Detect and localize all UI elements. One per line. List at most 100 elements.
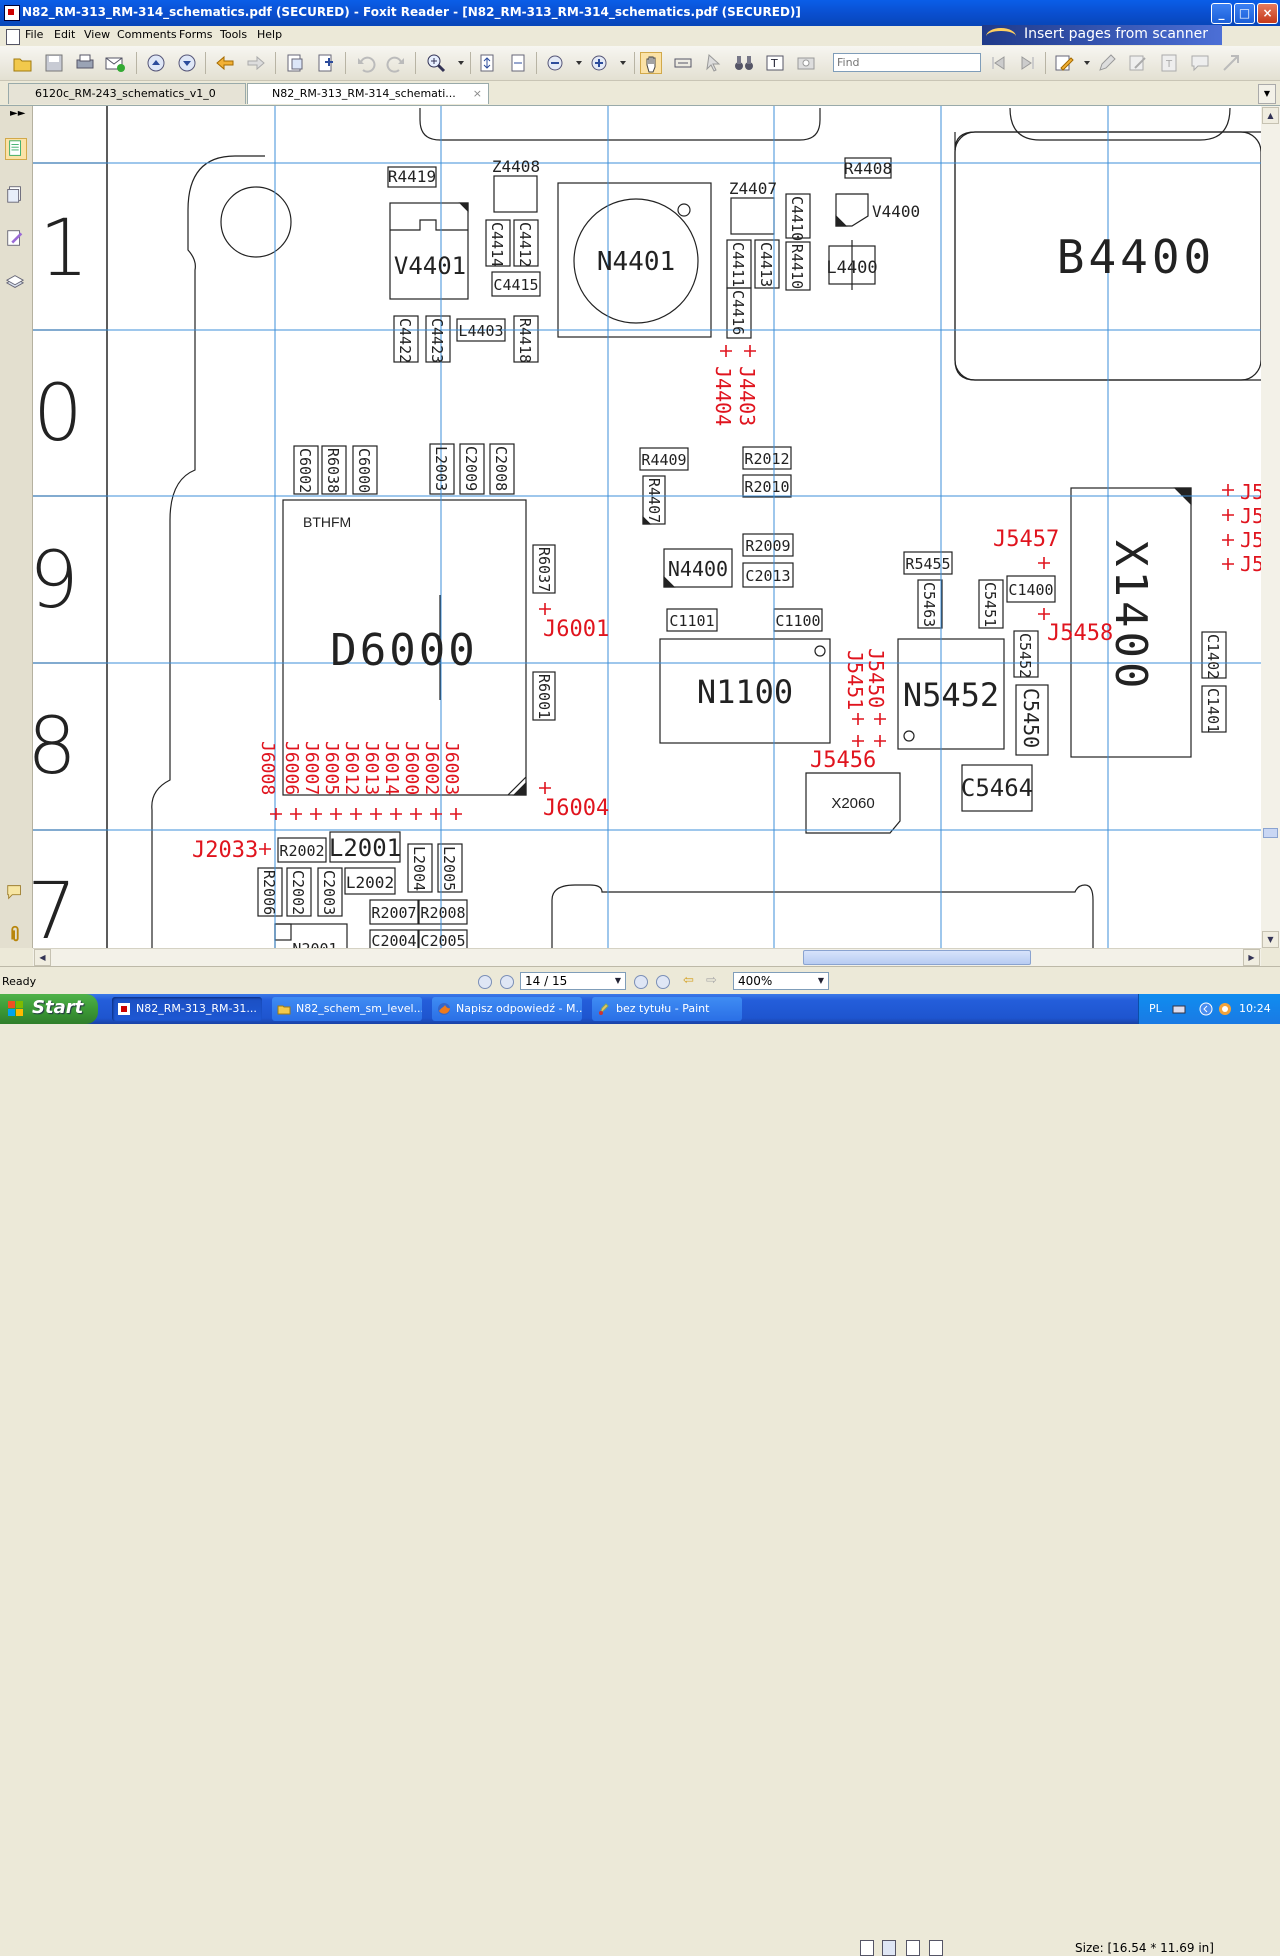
last-page-icon[interactable] [656,975,670,989]
select-arrow-icon[interactable] [703,52,725,74]
pencil-tool-icon[interactable] [1096,52,1118,74]
tray-collapse-icon[interactable] [1199,1002,1213,1016]
snapshot-icon[interactable] [795,52,817,74]
language-indicator[interactable]: PL [1149,1002,1162,1015]
extract-page-icon[interactable] [315,52,337,74]
comp-L2003: L2003 [432,446,450,491]
insert-page-icon[interactable] [284,52,306,74]
redo-icon[interactable] [385,52,407,74]
comp-R2008: R2008 [420,904,465,922]
task-folder[interactable]: N82_schem_sm_level... [272,997,422,1021]
tab-6120c[interactable]: 6120c_RM-243_schematics_v1_0 [8,83,246,104]
task-paint[interactable]: bez tytułu - Paint [592,997,742,1021]
arrow-tool-icon[interactable] [1220,52,1242,74]
find-previous-icon[interactable] [989,52,1011,74]
system-tray: PL 10:24 [1138,994,1280,1024]
comments-panel-icon[interactable] [5,882,27,904]
zoom-out-dropdown-arrow[interactable] [576,61,582,65]
find-next-icon[interactable] [1015,52,1037,74]
open-folder-icon[interactable] [12,52,34,74]
zoom-field[interactable]: 400% ▼ [733,972,829,990]
fit-width-icon[interactable] [507,52,529,74]
next-page-status-icon[interactable] [634,975,648,989]
scroll-right-button[interactable]: ▶ [1243,949,1260,966]
bookmarks-panel-icon[interactable] [5,184,27,206]
menu-help[interactable]: Help [257,28,283,41]
menu-tools[interactable]: Tools [220,28,248,41]
menu-edit[interactable]: Edit [54,28,76,41]
save-icon[interactable] [43,52,65,74]
prev-page-icon[interactable] [500,975,514,989]
back-view-icon[interactable]: ⇦ [683,973,694,988]
document-view[interactable]: R4419 Z4408 V4401 C4414 C4412 C4415 N440… [33,106,1261,948]
zoom-level-dropdown-arrow[interactable]: ▼ [817,976,825,985]
find-box[interactable] [833,53,981,72]
scroll-left-button[interactable]: ◀ [34,949,51,966]
foxit-app-icon[interactable] [4,5,20,21]
document-icon[interactable] [6,29,20,45]
next-page-icon[interactable] [176,52,198,74]
zoom-in-dropdown-arrow[interactable] [620,61,626,65]
typewriter-icon[interactable]: T [764,52,786,74]
horizontal-scroll-thumb[interactable] [803,950,1031,965]
zoom-value: 400% [738,974,773,988]
menu-forms[interactable]: Forms [179,28,213,41]
attachments-panel-icon[interactable] [5,924,27,946]
tab-list-dropdown[interactable]: ▼ [1258,84,1276,104]
note-dropdown-arrow[interactable] [1084,61,1090,65]
note-tool-icon[interactable] [1053,52,1075,74]
previous-page-icon[interactable] [145,52,167,74]
undo-icon[interactable] [355,52,377,74]
annotations-panel-icon[interactable] [5,228,27,250]
menu-view[interactable]: View [84,28,111,41]
vertical-scrollbar[interactable]: ▲ ▼ [1261,106,1280,948]
expand-panel-icon[interactable]: ►► [10,108,26,119]
close-button[interactable]: × [1257,3,1278,24]
task-foxit[interactable]: N82_RM-313_RM-31... [112,997,262,1021]
vertical-scroll-thumb[interactable] [1263,828,1278,838]
comment-icon[interactable] [1189,52,1211,74]
forward-view-icon[interactable]: ⇨ [706,973,717,988]
facing-view-icon[interactable] [906,1940,920,1956]
horizontal-scrollbar[interactable]: ◀ ▶ [33,948,1261,966]
continuous-facing-view-icon[interactable] [929,1940,943,1956]
back-arrow-icon[interactable] [214,52,236,74]
scroll-down-button[interactable]: ▼ [1262,931,1279,948]
page-number-field[interactable]: 14 / 15 ▼ [520,972,626,990]
menu-comments[interactable]: Comments [117,28,177,41]
binoculars-icon[interactable] [733,52,755,74]
start-button[interactable]: Start [0,994,98,1024]
insert-pages-banner[interactable]: Insert pages from scanner [982,25,1222,45]
edit-tool-icon[interactable] [1127,52,1149,74]
email-icon[interactable] [104,52,126,74]
page-dropdown-arrow[interactable]: ▼ [614,976,622,985]
comp-C5464: C5464 [961,774,1033,802]
continuous-view-icon[interactable] [882,1940,896,1956]
hand-tool-icon[interactable] [640,52,662,74]
single-page-view-icon[interactable] [860,1940,874,1956]
maximize-button[interactable]: □ [1234,3,1255,24]
tab-n82[interactable]: N82_RM-313_RM-314_schemati... × [247,83,489,104]
zoom-in-icon[interactable] [588,52,610,74]
find-input[interactable] [834,54,968,71]
zoom-in-tool-icon[interactable] [425,52,447,74]
forward-arrow-icon[interactable] [245,52,267,74]
comp-C6002: C6002 [296,448,314,493]
tab-close-icon[interactable]: × [472,87,482,100]
menu-file[interactable]: File [25,28,44,41]
pages-panel-icon[interactable] [5,138,27,160]
print-icon[interactable] [74,52,96,74]
zoom-dropdown-arrow[interactable] [458,61,464,65]
first-page-icon[interactable] [478,975,492,989]
layers-panel-icon[interactable] [5,272,27,294]
title-bar[interactable]: N82_RM-313_RM-314_schematics.pdf (SECURE… [0,0,1280,26]
zoom-out-icon[interactable] [544,52,566,74]
task-firefox[interactable]: Napisz odpowiedź - M... [432,997,582,1021]
fit-page-icon[interactable] [476,52,498,74]
keyboard-icon[interactable] [1172,1002,1186,1016]
network-icon[interactable] [1218,1002,1232,1016]
select-text-icon[interactable] [672,52,694,74]
scroll-up-button[interactable]: ▲ [1262,107,1279,124]
minimize-button[interactable]: _ [1211,3,1232,24]
text-box-icon[interactable]: T [1158,52,1180,74]
